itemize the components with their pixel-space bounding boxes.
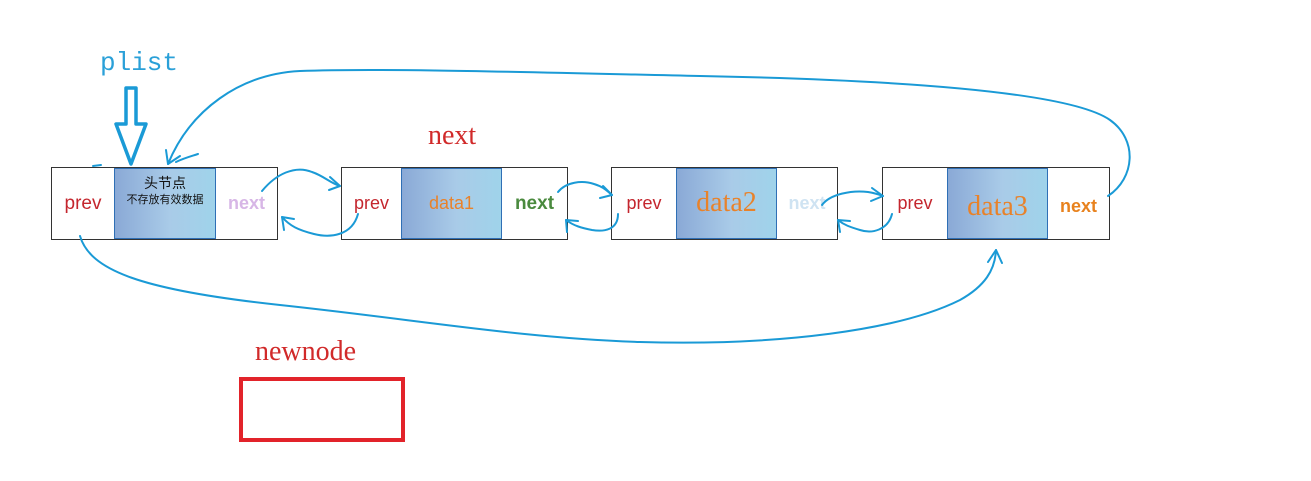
head-top-dot xyxy=(92,164,102,167)
newnode-label: newnode xyxy=(255,336,357,367)
node2-prev-field: prev xyxy=(626,193,662,213)
head-subtitle: 不存放有效数据 xyxy=(126,193,204,206)
head-title: 头节点 xyxy=(144,176,186,192)
arrow-tail-next-to-head xyxy=(167,68,1131,197)
arrowhead-icon xyxy=(328,176,341,191)
arrow-head-prev-to-tail xyxy=(79,235,997,344)
plist-pointer-arrow xyxy=(114,86,148,166)
arrowhead-icon xyxy=(599,185,613,199)
arrowhead-icon xyxy=(870,187,884,202)
node2-data-field: data2 xyxy=(676,168,777,239)
arrowhead-icon xyxy=(565,219,579,233)
head-data-field: 头节点 不存放有效数据 xyxy=(114,168,216,239)
node1-prev-field: prev xyxy=(353,193,389,213)
arrowhead-icon xyxy=(987,249,1003,264)
node1-next-field: next xyxy=(514,192,555,214)
arrow-node2-prev-to-node1 xyxy=(565,213,619,232)
arrow-head-next-to-node1 xyxy=(261,168,341,192)
head-prev-field: prev xyxy=(64,192,102,214)
arrow-node1-next-to-node2 xyxy=(557,181,613,196)
arrowhead-icon xyxy=(165,149,181,165)
head-node: prev 头节点 不存放有效数据 next xyxy=(51,167,278,240)
next-label-top: next xyxy=(428,120,477,151)
node-data1: prev data1 next xyxy=(341,167,568,240)
plist-label: plist xyxy=(100,48,179,78)
node1-data-field: data1 xyxy=(401,168,502,239)
arrow-node3-prev-to-node2 xyxy=(837,213,893,233)
arrow-node1-prev-to-head xyxy=(281,213,359,237)
node-data3: prev data3 next xyxy=(882,167,1110,240)
arrow-node2-next-to-node3 xyxy=(821,190,884,206)
node2-next-field: next xyxy=(788,193,826,213)
node3-data-field: data3 xyxy=(947,168,1048,239)
node3-prev-field: prev xyxy=(897,193,933,213)
arrowhead-icon xyxy=(281,216,295,231)
arrowhead-icon xyxy=(837,219,851,233)
node-data2: prev data2 next xyxy=(611,167,838,240)
head-next-field: next xyxy=(227,193,265,213)
node3-next-field: next xyxy=(1059,196,1097,216)
head-top-tick xyxy=(175,153,199,163)
newnode-box xyxy=(239,377,405,442)
